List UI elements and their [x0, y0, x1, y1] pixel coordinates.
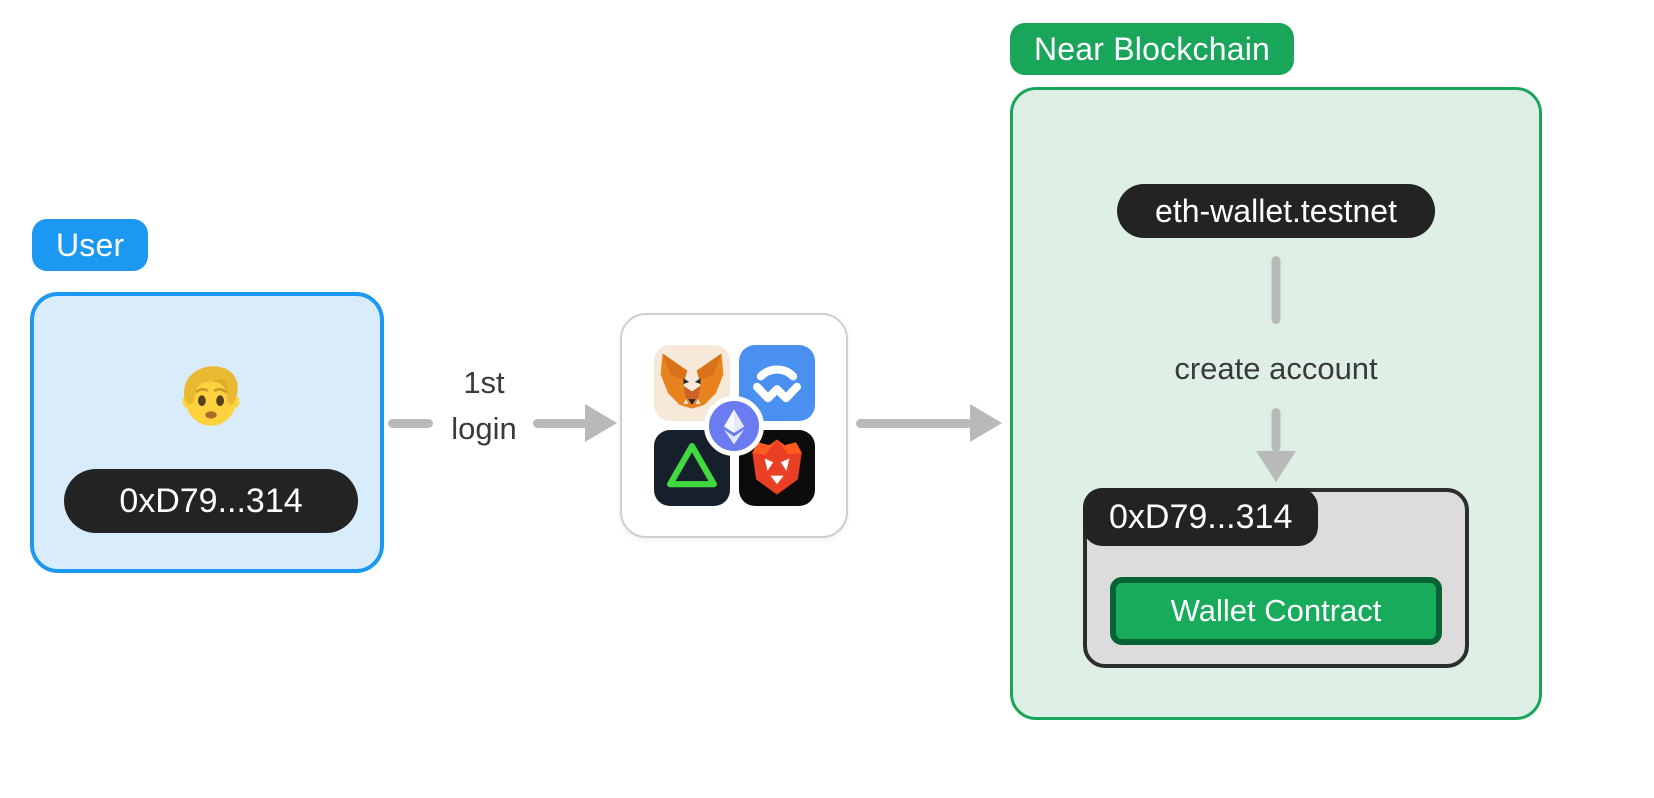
user-address-pill: 0xD79...314	[64, 469, 358, 533]
person-emoji-icon	[170, 354, 252, 436]
arrow-create-account-line	[1271, 408, 1281, 452]
near-blockchain-box: eth-wallet.testnet create account 0xD79.…	[1010, 87, 1542, 720]
first-login-label: 1st login	[451, 365, 517, 446]
metamask-icon	[653, 345, 730, 421]
wallet-contract-button: Wallet Contract	[1110, 577, 1442, 645]
arrow-user-to-wallets-head	[585, 404, 617, 442]
connector-line-account	[1271, 256, 1281, 324]
ethereum-icon	[704, 395, 764, 456]
contract-container: 0xD79...314 Wallet Contract	[1083, 488, 1469, 668]
user-label: User	[32, 219, 149, 271]
connector-dash	[388, 419, 433, 428]
contract-address-pill: 0xD79...314	[1083, 488, 1319, 546]
arrow-wallets-to-near-head	[970, 404, 1002, 442]
create-account-label: create account	[1174, 351, 1378, 386]
user-box: 0xD79...314	[30, 292, 384, 573]
near-blockchain-label: Near Blockchain	[1010, 23, 1294, 75]
wallets-box	[620, 313, 848, 538]
arrow-user-to-wallets-line	[533, 419, 588, 428]
wallet-grid	[653, 345, 815, 506]
walletconnect-icon	[738, 345, 815, 421]
arrow-create-account-head	[1256, 451, 1296, 482]
arrow-wallets-to-near-line	[856, 419, 972, 428]
near-account-pill: eth-wallet.testnet	[1117, 184, 1435, 238]
